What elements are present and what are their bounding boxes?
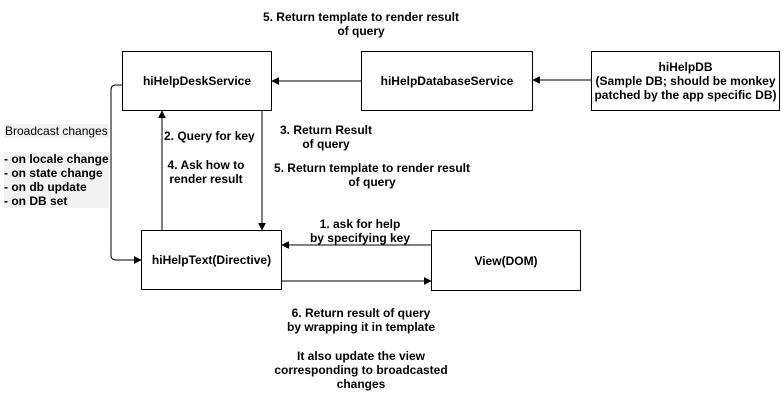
- label-ask-how-to-render-line-1: 4. Ask how to: [167, 158, 245, 172]
- node-help-db-line-1: hiHelpDB: [658, 60, 713, 74]
- broadcast-title: Broadcast changes: [4, 124, 109, 138]
- node-help-db-line-3: patched by the app specific DB): [594, 88, 777, 102]
- node-help-desk-service-label: hiHelpDeskService: [142, 74, 252, 88]
- node-view-dom[interactable]: View(DOM): [431, 230, 581, 291]
- label-also-update-line-3: changes: [336, 377, 386, 391]
- label-ask-for-help-line-1: 1. ask for help: [319, 217, 401, 231]
- label-also-update-line-2: corresponding to broadcasted: [274, 363, 448, 377]
- label-return-result-wrapped: 6. Return result of query by wrapping it…: [276, 306, 446, 334]
- node-help-db-label: hiHelpDB (Sample DB; should be monkey pa…: [594, 60, 776, 102]
- label-query-for-key-line-1: 2. Query for key: [164, 129, 255, 143]
- label-return-result-line-1: 3. Return Result: [279, 123, 372, 137]
- node-help-database-service[interactable]: hiHelpDatabaseService: [361, 51, 533, 111]
- label-also-update: It also update the view corresponding to…: [266, 349, 456, 391]
- broadcast-list: - on locale change - on state change - o…: [4, 152, 109, 208]
- node-view-dom-label: View(DOM): [474, 253, 538, 268]
- broadcast-item-db-update: - on db update: [4, 180, 109, 194]
- label-return-result-wrapped-line-1: 6. Return result of query: [291, 306, 431, 320]
- node-help-text-directive[interactable]: hiHelpText(Directive): [141, 230, 282, 290]
- broadcast-item-state: - on state change: [4, 166, 109, 180]
- label-ask-how-to-render: 4. Ask how to render result: [162, 158, 250, 186]
- label-ask-for-help-line-2: by specifying key: [309, 231, 411, 245]
- label-ask-how-to-render-line-2: render result: [169, 172, 243, 186]
- broadcast-item-locale: - on locale change: [4, 152, 109, 166]
- label-mid-return-template: 5. Return template to render result of q…: [262, 161, 482, 189]
- label-ask-for-help: 1. ask for help by specifying key: [295, 217, 425, 245]
- label-top-return-template-line-1: 5. Return template to render result: [262, 10, 460, 24]
- label-mid-return-template-line-1: 5. Return template to render result: [273, 161, 471, 175]
- label-return-result-line-2: of query: [302, 137, 350, 151]
- label-also-update-line-1: It also update the view: [296, 349, 426, 363]
- label-top-return-template: 5. Return template to render result of q…: [231, 10, 491, 38]
- node-help-db[interactable]: hiHelpDB (Sample DB; should be monkey pa…: [591, 51, 780, 111]
- node-help-text-directive-label: hiHelpText(Directive): [151, 253, 272, 267]
- node-help-database-service-label: hiHelpDatabaseService: [380, 74, 514, 88]
- node-help-db-line-2: (Sample DB; should be monkey: [595, 74, 776, 88]
- label-query-for-key: 2. Query for key: [164, 129, 255, 143]
- broadcast-item-db-set: - on DB set: [4, 194, 109, 208]
- node-help-desk-service[interactable]: hiHelpDeskService: [122, 51, 272, 111]
- label-top-return-template-line-2: of query: [337, 24, 385, 38]
- label-return-result-wrapped-line-2: by wrapping it in template: [286, 320, 435, 334]
- label-return-result: 3. Return Result of query: [270, 123, 382, 151]
- label-mid-return-template-line-2: of query: [348, 175, 396, 189]
- arrow-broadcast: [110, 84, 142, 264]
